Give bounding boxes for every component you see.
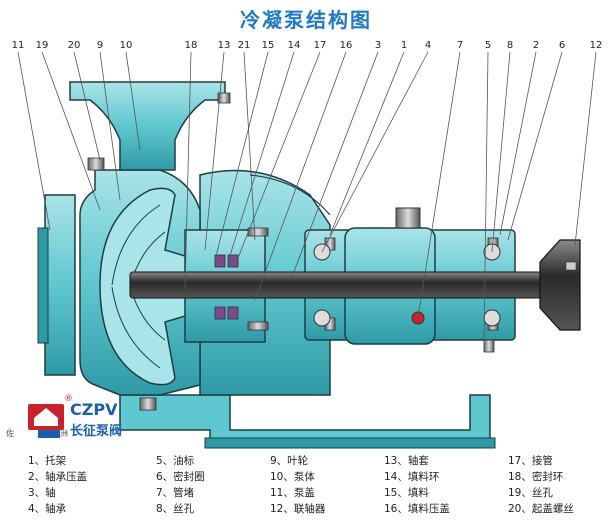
drain-plug bbox=[483, 339, 495, 353]
callout-number: 19 bbox=[36, 40, 49, 51]
legend-item: 18、密封环 bbox=[508, 471, 564, 483]
legend-item: 14、填料环 bbox=[384, 471, 440, 483]
callout-leaders bbox=[17, 51, 597, 346]
packing-ring bbox=[214, 254, 226, 268]
callout-number: 16 bbox=[340, 40, 353, 51]
casing-bolt bbox=[139, 397, 157, 411]
callout-number: 13 bbox=[218, 40, 231, 51]
legend-item: 5、油标 bbox=[156, 455, 195, 467]
coupling bbox=[539, 239, 581, 331]
callout-number: 15 bbox=[262, 40, 275, 51]
brand-side-left: 佐 bbox=[6, 429, 14, 438]
callout-number: 9 bbox=[97, 40, 103, 51]
callout-number: 8 bbox=[507, 40, 513, 51]
legend-item: 12、联轴器 bbox=[270, 503, 326, 515]
callout-number: 7 bbox=[457, 40, 463, 51]
callout-number: 14 bbox=[288, 40, 301, 51]
legend-item: 3、轴 bbox=[28, 487, 56, 499]
discharge-nozzle bbox=[69, 81, 226, 171]
callout-number: 4 bbox=[425, 40, 431, 51]
legend-item: 7、管堵 bbox=[156, 487, 195, 499]
callout-number: 3 bbox=[375, 40, 381, 51]
callout-number: 21 bbox=[238, 40, 251, 51]
packing-ring bbox=[227, 306, 239, 320]
brand-logo: ® CZPV 长征泵阀 佐 洲 bbox=[6, 394, 174, 448]
brand-name-en: CZPV bbox=[70, 400, 118, 419]
callout-number: 20 bbox=[68, 40, 81, 51]
oil-plug bbox=[395, 207, 421, 229]
callout-number: 18 bbox=[185, 40, 198, 51]
casing-bolt bbox=[87, 157, 105, 171]
registered-mark: ® bbox=[64, 394, 73, 404]
legend-item: 15、填料 bbox=[384, 487, 429, 499]
legend-item: 4、轴承 bbox=[28, 503, 67, 515]
callout-number: 1 bbox=[401, 40, 407, 51]
legend-item: 1、托架 bbox=[28, 455, 67, 467]
callout-number: 2 bbox=[533, 40, 539, 51]
brand-logo-mark bbox=[28, 404, 64, 438]
callout-number: 17 bbox=[314, 40, 327, 51]
callout-number: 6 bbox=[559, 40, 565, 51]
bearing-right-bottom bbox=[483, 309, 501, 327]
legend-item: 20、起盖螺丝 bbox=[508, 503, 574, 515]
impeller-vane bbox=[111, 286, 161, 369]
callout-number: 5 bbox=[485, 40, 491, 51]
legend-item: 8、丝孔 bbox=[156, 503, 195, 515]
legend-item: 17、接管 bbox=[508, 455, 553, 467]
base-plate bbox=[204, 437, 496, 449]
callout-number: 11 bbox=[12, 40, 25, 51]
inlet-flange-lip bbox=[37, 227, 49, 344]
legend-item: 13、轴套 bbox=[384, 455, 429, 467]
legend-item: 19、丝孔 bbox=[508, 487, 553, 499]
diagram-title: 冷凝泵结构图 bbox=[240, 8, 372, 32]
brand-name-cn: 长征泵阀 bbox=[70, 424, 123, 439]
pump-shaft bbox=[129, 271, 551, 299]
parts-legend: 1、托架 5、油标 9、叶轮 13、轴套 17、接管 2、轴承压盖 6、密封圈 10、泵体 14… bbox=[28, 453, 608, 519]
callout-number: 10 bbox=[120, 40, 133, 51]
legend-item: 6、密封圈 bbox=[156, 471, 205, 483]
legend-item: 9、叶轮 bbox=[270, 455, 309, 467]
legend-item: 2、轴承压盖 bbox=[28, 471, 88, 483]
legend-item: 11、泵盖 bbox=[270, 487, 315, 499]
gland-bolt bbox=[247, 227, 269, 237]
callout-number: 12 bbox=[590, 40, 603, 51]
bearing-left-bottom bbox=[313, 309, 331, 327]
bracket-rib bbox=[249, 174, 331, 216]
coupling-key bbox=[565, 261, 577, 271]
nozzle-bolt bbox=[217, 92, 231, 104]
impeller-vane bbox=[111, 204, 161, 286]
base-foot bbox=[119, 394, 491, 446]
packing-ring bbox=[214, 306, 226, 320]
legend-item: 16、填料压盖 bbox=[384, 503, 450, 515]
legend-item: 10、泵体 bbox=[270, 471, 315, 483]
gland-bolt bbox=[247, 321, 269, 331]
inlet-flange bbox=[44, 194, 76, 376]
brand-side-right: 洲 bbox=[60, 429, 68, 438]
